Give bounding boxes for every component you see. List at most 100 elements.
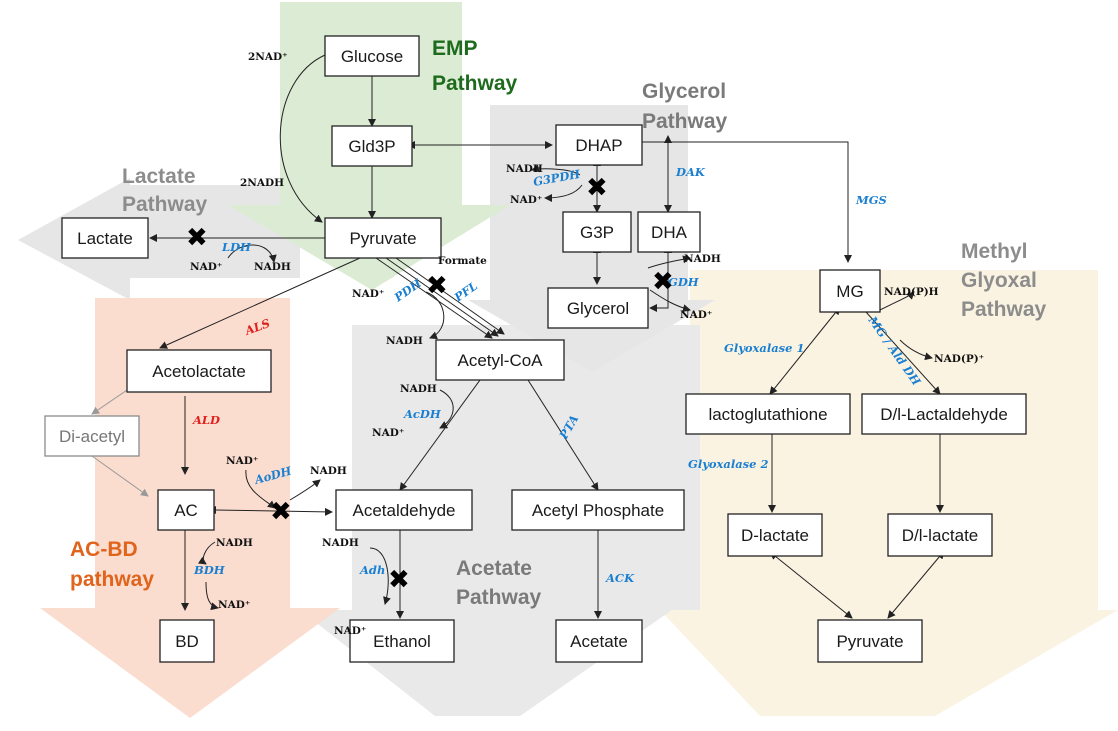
mg-box <box>819 269 881 313</box>
pyruvate2-box <box>817 619 923 663</box>
cof-pdh-nad: NAD⁺ <box>352 288 384 300</box>
acetylphosphate-box <box>511 489 685 531</box>
bd-box <box>159 619 215 663</box>
methyl-title-2: Glyoxal <box>961 269 1037 292</box>
ac-label: AC <box>174 501 198 520</box>
bd-label: BD <box>175 632 199 651</box>
acetaldehyde-label: Acetaldehyde <box>352 501 455 520</box>
cof-mg-nadp: NAD(P)⁺ <box>934 353 984 365</box>
block-mark-aodh: ✖ <box>270 497 292 527</box>
cof-ldh-nad: NAD⁺ <box>190 261 222 273</box>
block-mark-g3pdh: ✖ <box>586 173 608 203</box>
acetaldehyde-box <box>335 489 473 531</box>
acetate-title-1: Acetate <box>456 557 532 580</box>
lactate-band <box>18 178 300 300</box>
methyl-title-1: Methyl <box>961 240 1028 263</box>
cof-g3pdh-nadh: NADH <box>506 163 543 175</box>
d-lactate-label: D-lactate <box>741 526 809 545</box>
dhap-label: DHAP <box>575 136 622 155</box>
mg-label: MG <box>836 282 863 301</box>
cof-gdh-nadh: NADH <box>684 253 721 265</box>
block-mark-ldh: ✖ <box>186 223 208 253</box>
dhap-box <box>555 124 643 166</box>
cof-formate: Formate <box>438 255 487 267</box>
cof-aodh-nadh: NADH <box>310 465 347 477</box>
dl-lactaldehyde-box <box>861 393 1027 435</box>
dha-box <box>637 211 701 253</box>
enzyme-bdh: BDH <box>193 563 226 577</box>
cof-acdh-nad: NAD⁺ <box>372 427 404 439</box>
block-mark-pfl: ✖ <box>426 271 448 301</box>
enzyme-gdh: GDH <box>668 275 700 289</box>
enzyme-glyoxalase2: Glyoxalase 2 <box>688 457 768 471</box>
glycerol-title-1: Glycerol <box>642 80 726 103</box>
acbd-title-2: pathway <box>70 568 154 591</box>
glycerol-title-2: Pathway <box>642 110 728 133</box>
ethanol-label: Ethanol <box>373 632 431 651</box>
g3p-label: G3P <box>580 223 614 242</box>
acbd-title-1: AC-BD <box>70 538 138 561</box>
enzyme-dak: DAK <box>675 165 706 179</box>
edges <box>91 54 945 619</box>
dl-lactate-label: D/l-lactate <box>902 526 979 545</box>
acetate-box <box>555 619 643 663</box>
cof-bdh-nadh: NADH <box>216 537 253 549</box>
lactoglutathione-label: lactoglutathione <box>708 405 827 424</box>
acetylcoa-box <box>435 339 565 381</box>
d-lactate-box <box>727 513 823 557</box>
glucose-box <box>324 35 420 77</box>
acetate-label: Acetate <box>570 632 628 651</box>
lactate-title-2: Pathway <box>122 193 208 216</box>
acetolactate-label: Acetolactate <box>152 362 246 381</box>
pyruvate2-label: Pyruvate <box>836 632 903 651</box>
acetate-title-2: Pathway <box>456 586 542 609</box>
emp-title-2: Pathway <box>432 72 518 95</box>
lactate-title-1: Lactate <box>122 165 196 188</box>
enzyme-glyoxalase1: Glyoxalase 1 <box>724 341 804 355</box>
diacetyl-label: Di-acetyl <box>59 427 125 446</box>
diacetyl-box <box>44 415 140 457</box>
methyl-title-3: Pathway <box>961 298 1047 321</box>
acetolactate-box <box>126 349 272 393</box>
gld3p-label: Gld3P <box>348 137 395 156</box>
cof-aodh-nad: NAD⁺ <box>226 455 258 467</box>
cof-g3pdh-nad: NAD⁺ <box>510 194 542 206</box>
cof-ldh-nadh: NADH <box>254 261 291 273</box>
pyruvate-box <box>324 217 442 259</box>
acetylphosphate-label: Acetyl Phosphate <box>532 501 664 520</box>
enzyme-adh: Adh <box>359 563 385 577</box>
dl-lactate-box <box>887 513 993 557</box>
gld3p-box <box>331 125 413 167</box>
cofactor-curves <box>197 164 933 611</box>
block-mark-adh: ✖ <box>388 565 410 595</box>
glucose-label: Glucose <box>341 47 403 66</box>
acetylcoa-label: Acetyl-CoA <box>457 351 543 370</box>
dha-label: DHA <box>651 223 688 242</box>
glycerol-box <box>547 287 649 329</box>
pyruvate-label: Pyruvate <box>349 229 416 248</box>
cof-mg-nadph: NAD(P)H <box>884 286 939 298</box>
emp-title-1: EMP <box>432 37 478 60</box>
cof-acdh-nadh: NADH <box>400 383 437 395</box>
cof-adh-nadh: NADH <box>322 537 359 549</box>
enzyme-mgs: MGS <box>855 193 887 207</box>
cof-gdh-nad: NAD⁺ <box>680 309 712 321</box>
cof-2nadh: 2NADH <box>240 177 284 189</box>
ethanol-box <box>349 619 455 663</box>
block-mark-gdh: ✖ <box>652 267 674 297</box>
enzyme-ald: ALD <box>192 413 220 427</box>
g3p-box <box>562 211 632 253</box>
ac-box <box>157 489 215 531</box>
enzyme-ldh: LDH <box>221 240 252 254</box>
glycerol-label: Glycerol <box>567 299 629 318</box>
lactate-label: Lactate <box>77 229 133 248</box>
lactate-box <box>61 217 149 259</box>
enzyme-acdh: AcDH <box>403 407 442 421</box>
cof-bdh-nad: NAD⁺ <box>218 599 250 611</box>
enzyme-ack: ACK <box>605 571 635 585</box>
lactoglutathione-box <box>685 393 851 435</box>
cof-pdh-nadh: NADH <box>386 335 423 347</box>
cof-adh-nad: NAD⁺ <box>334 625 366 637</box>
